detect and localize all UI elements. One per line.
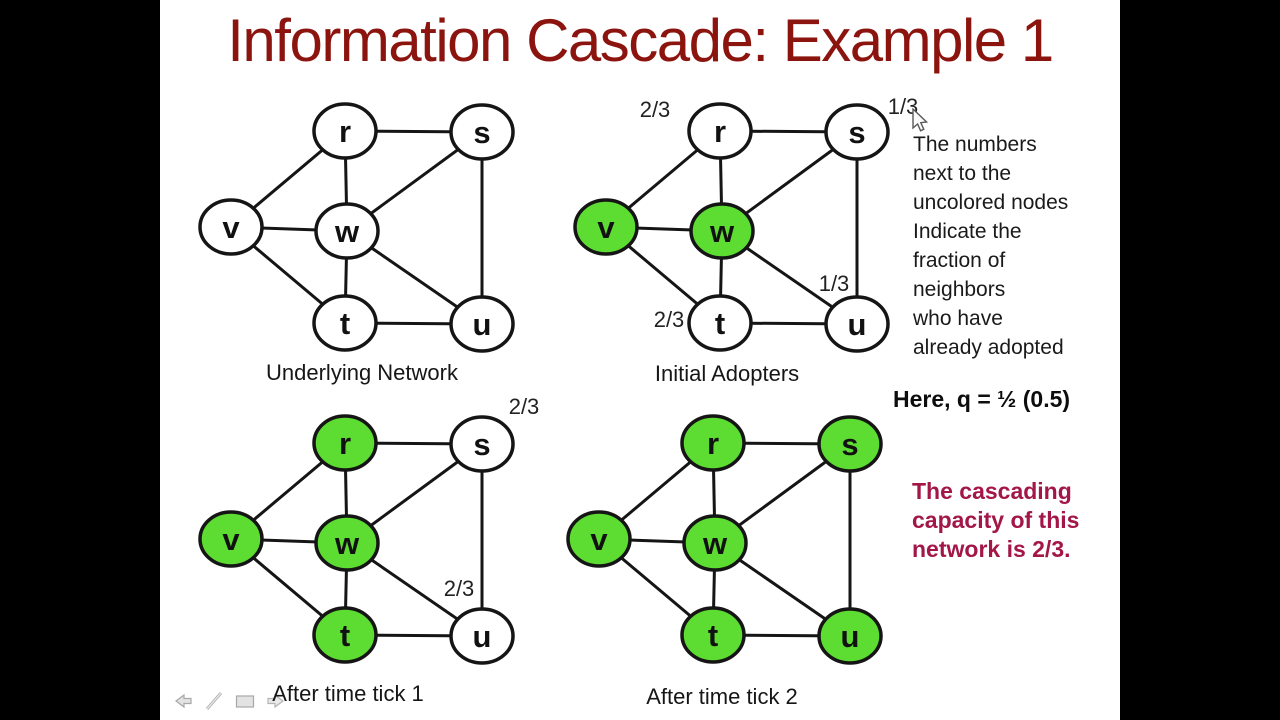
prev-slide-icon[interactable] <box>172 690 195 712</box>
node-label-w: w <box>334 214 360 249</box>
node-t <box>687 294 753 352</box>
slide-title: Information Cascade: Example 1 <box>227 7 1054 74</box>
info-note-line: neighbors <box>913 278 1006 301</box>
node-label-r: r <box>714 114 726 149</box>
q-value-note: Here, q = ½ (0.5) <box>893 386 1071 412</box>
node-r <box>312 414 378 472</box>
info-note-line: The numbers <box>913 133 1037 156</box>
conclusion-line: capacity of this <box>912 507 1080 533</box>
node-s <box>817 415 883 473</box>
caption-after-time-tick-2: After time tick 2 <box>646 684 798 709</box>
node-label-r: r <box>339 426 351 461</box>
node-r <box>687 102 753 160</box>
menu-icon[interactable] <box>234 690 257 712</box>
fraction-label: 2/3 <box>509 394 540 419</box>
node-t <box>680 606 746 664</box>
node-label-t: t <box>708 618 718 653</box>
node-label-v: v <box>597 210 615 245</box>
node-v <box>198 510 264 568</box>
info-note-line: who have <box>913 307 1003 330</box>
node-u <box>824 295 890 353</box>
node-u <box>817 607 883 665</box>
node-label-t: t <box>340 618 350 653</box>
node-label-r: r <box>707 426 719 461</box>
node-label-t: t <box>340 306 350 341</box>
info-note-line: next to the <box>913 162 1012 185</box>
node-w <box>682 514 748 572</box>
node-v <box>566 510 632 568</box>
node-label-v: v <box>222 522 240 557</box>
node-r <box>312 102 378 160</box>
node-t <box>312 606 378 664</box>
node-label-u: u <box>848 307 867 342</box>
node-w <box>314 514 380 572</box>
node-label-t: t <box>715 306 725 341</box>
node-label-s: s <box>848 115 865 150</box>
fraction-label: 2/3 <box>640 97 671 122</box>
node-label-u: u <box>841 619 860 654</box>
node-s <box>449 103 515 161</box>
mouse-cursor <box>912 108 929 132</box>
fraction-label: 2/3 <box>654 307 685 332</box>
node-v <box>573 198 639 256</box>
next-slide-icon[interactable] <box>265 690 288 712</box>
node-label-s: s <box>473 115 490 150</box>
info-note-line: Indicate the <box>913 220 1022 243</box>
conclusion-line: The cascading <box>912 478 1072 504</box>
node-s <box>824 103 890 161</box>
info-note-line: already adopted <box>913 336 1064 359</box>
caption-initial-adopters: Initial Adopters <box>655 361 799 386</box>
node-u <box>449 607 515 665</box>
node-w <box>314 202 380 260</box>
node-label-s: s <box>473 427 490 462</box>
fraction-label: 2/3 <box>444 576 475 601</box>
info-note-line: uncolored nodes <box>913 191 1069 214</box>
node-t <box>312 294 378 352</box>
caption-after-time-tick-1: After time tick 1 <box>272 681 424 706</box>
node-s <box>449 415 515 473</box>
node-label-v: v <box>222 210 240 245</box>
node-w <box>689 202 755 260</box>
caption-underlying-network: Underlying Network <box>266 360 459 385</box>
slide: Information Cascade: Example 1 The numbe… <box>160 0 1120 720</box>
uncolored-nodes-note: The numbers next to the uncolored nodes … <box>913 130 1068 362</box>
conclusion-line: network is 2/3. <box>912 536 1071 562</box>
node-v <box>198 198 264 256</box>
node-label-s: s <box>841 427 858 462</box>
node-label-w: w <box>709 214 735 249</box>
cascading-capacity-note: The cascading capacity of this network i… <box>912 477 1079 564</box>
node-label-w: w <box>334 526 360 561</box>
presenter-toolbar <box>172 690 288 712</box>
node-label-u: u <box>473 619 492 654</box>
node-label-u: u <box>473 307 492 342</box>
info-note-line: fraction of <box>913 249 1006 272</box>
node-u <box>449 295 515 353</box>
node-r <box>680 414 746 472</box>
pen-icon[interactable] <box>203 690 226 712</box>
node-label-v: v <box>590 522 608 557</box>
node-label-w: w <box>702 526 728 561</box>
fraction-label: 1/3 <box>819 271 850 296</box>
node-label-r: r <box>339 114 351 149</box>
